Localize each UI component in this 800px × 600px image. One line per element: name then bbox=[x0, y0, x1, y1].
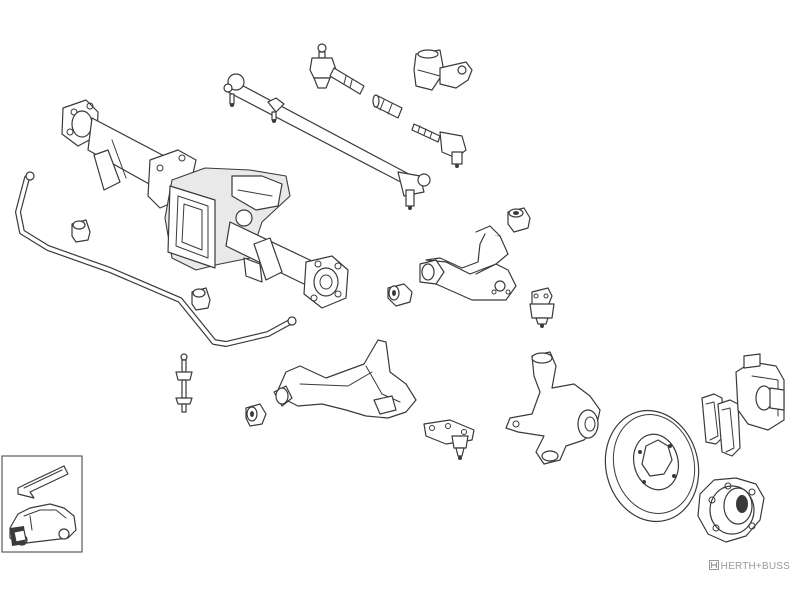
stabilizer-bushing-icon bbox=[192, 288, 210, 310]
ball-joint-icon bbox=[424, 420, 474, 460]
adjusting-sleeve-icon bbox=[373, 95, 402, 118]
steering-knuckle-icon bbox=[506, 352, 600, 464]
center-track-rod-icon bbox=[224, 74, 430, 210]
direction-arrow-icon bbox=[18, 466, 68, 498]
control-arm-bushing-icon bbox=[508, 208, 530, 232]
wheel-hub-icon bbox=[698, 478, 764, 542]
brake-caliper-icon bbox=[736, 354, 784, 430]
tie-rod-end-icon bbox=[412, 124, 466, 168]
lower-control-arm-icon bbox=[274, 340, 416, 418]
tie-rod-end-icon bbox=[310, 44, 364, 94]
brake-disc-icon bbox=[594, 401, 710, 532]
brake-pads-icon bbox=[702, 394, 740, 456]
idler-arm-icon bbox=[414, 50, 472, 90]
brand-text: HERTH+BUSS bbox=[720, 561, 790, 572]
stabilizer-bushing-icon bbox=[72, 220, 90, 242]
upper-control-arm-icon bbox=[420, 226, 516, 300]
vehicle-position-icon bbox=[2, 456, 82, 552]
herth-buss-logo-icon bbox=[708, 560, 719, 570]
control-arm-bushing-icon bbox=[246, 404, 266, 426]
ball-joint-icon bbox=[530, 288, 554, 328]
brand-label: HERTH+BUSS bbox=[708, 560, 790, 572]
stabilizer-link-icon bbox=[176, 354, 192, 412]
stabilizer-bar-icon bbox=[18, 172, 296, 344]
control-arm-bushing-icon bbox=[388, 284, 412, 306]
rear-axle-housing-icon bbox=[62, 100, 348, 308]
